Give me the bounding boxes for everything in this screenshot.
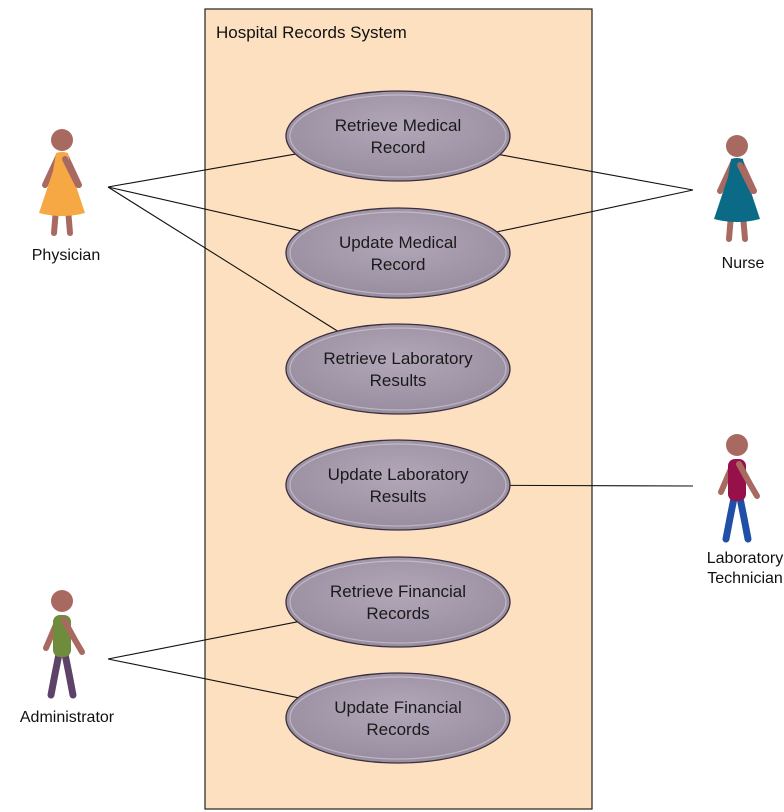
association-line-physician-uc1 — [107, 153, 296, 188]
association-line-administrator-uc5 — [107, 621, 298, 660]
actor-label: Laboratory — [707, 550, 784, 567]
actor-leg — [722, 494, 738, 543]
use-case-label: Results — [370, 487, 427, 506]
association-line-nurse-uc2 — [496, 189, 694, 233]
use-case-label: Update Financial — [334, 698, 462, 717]
association-line-nurse-uc1 — [499, 154, 694, 191]
actor-label: Physician — [32, 247, 100, 264]
actor-leg — [736, 494, 752, 543]
person-icon — [718, 434, 760, 543]
use-case-highlight — [289, 94, 507, 178]
use-case-highlight — [289, 327, 507, 411]
use-case-ellipse[interactable] — [285, 439, 511, 531]
person-icon — [43, 590, 85, 699]
association-line-physician-uc3 — [107, 186, 338, 332]
use-case-label: Results — [370, 371, 427, 390]
actor-head — [726, 434, 748, 456]
actors: Physician NurseLaboratoryTechnicianAdmini… — [20, 129, 783, 726]
use-case-label: Retrieve Financial — [330, 582, 466, 601]
use-case-label: Record — [371, 255, 426, 274]
association-line-physician-uc2 — [107, 186, 301, 232]
use-case-ellipse[interactable] — [285, 323, 511, 415]
actor-arm — [61, 617, 85, 655]
actor-label: Technician — [707, 570, 783, 587]
actor-label: Administrator — [20, 709, 115, 726]
actor-physician[interactable]: Physician — [32, 129, 100, 264]
use-case-ellipse[interactable] — [285, 90, 511, 182]
use-case-ellipse[interactable] — [285, 556, 511, 648]
association-line-lab-technician-uc4 — [509, 484, 694, 487]
use-case-highlight — [289, 443, 507, 527]
actor-dress — [714, 158, 760, 222]
use-case-highlight — [289, 560, 507, 644]
use-case-highlight — [289, 676, 507, 760]
use-case-label: Records — [366, 720, 429, 739]
actor-head — [51, 590, 73, 612]
association-line-administrator-uc6 — [107, 658, 299, 699]
use-case-label: Retrieve Laboratory — [323, 349, 473, 368]
actor-head — [726, 135, 748, 157]
use-case-label: Records — [366, 604, 429, 623]
use-case-ellipse[interactable] — [285, 672, 511, 764]
use-case-label: Update Laboratory — [328, 465, 469, 484]
actor-arm — [62, 156, 81, 188]
actor-head — [51, 129, 73, 151]
actor-leg — [47, 650, 63, 699]
actor-administrator[interactable]: Administrator — [20, 590, 115, 726]
person-dress-icon — [39, 129, 85, 236]
use-case-label: Record — [371, 138, 426, 157]
actor-label: Nurse — [722, 255, 765, 272]
actor-arm — [736, 461, 760, 499]
use-case-ellipse[interactable] — [285, 207, 511, 299]
actor-dress — [39, 152, 85, 216]
use-case-highlight — [289, 211, 507, 295]
actor-nurse[interactable]: Nurse — [714, 135, 764, 272]
actor-leg — [61, 650, 77, 699]
system-title: Hospital Records System — [216, 23, 407, 42]
person-dress-icon — [714, 135, 760, 242]
use-case-label: Update Medical — [339, 233, 457, 252]
use-case-label: Retrieve Medical — [335, 116, 462, 135]
association-lines — [107, 153, 694, 699]
actor-arm — [737, 162, 756, 194]
